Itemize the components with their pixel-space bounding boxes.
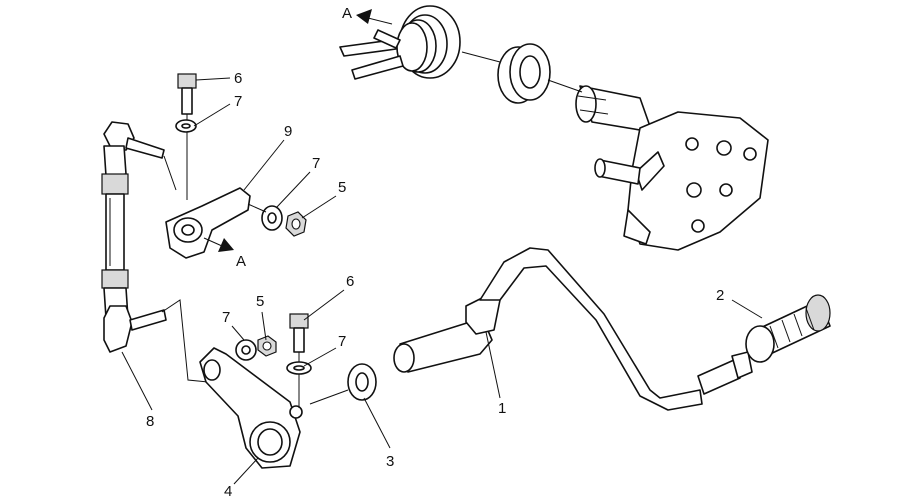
rotation-arrow-bottom: A — [203, 237, 246, 270]
upper-clamp-lever — [163, 155, 251, 259]
lower-clamp-lever — [199, 347, 303, 469]
rotation-arrow-top: A — [342, 5, 393, 25]
callout-5-upper: 5 — [338, 179, 346, 196]
callout-7-lower-side: 7 — [222, 309, 230, 326]
callout-6-lower: 6 — [346, 273, 354, 290]
lower-nut — [257, 335, 277, 357]
lower-bolt — [289, 313, 309, 408]
callout-5-lower: 5 — [256, 293, 264, 310]
upper-nut — [285, 211, 307, 237]
upper-bolt — [177, 73, 197, 200]
gear-pedal-lever — [393, 247, 753, 411]
callout-3: 3 — [386, 453, 394, 470]
shift-link-rod — [101, 121, 167, 353]
upper-side-washer — [261, 205, 283, 231]
lower-side-washer — [235, 339, 257, 361]
callout-7-upper: 7 — [234, 93, 242, 110]
shift-plate — [594, 111, 769, 251]
callout-8: 8 — [146, 413, 154, 430]
spring-bushing — [497, 43, 551, 104]
arrow-label-a-top: A — [342, 5, 352, 22]
upper-washer — [175, 119, 197, 133]
footpeg-rubber — [745, 294, 831, 363]
arrow-label-a-bottom: A — [236, 253, 246, 270]
callout-9: 9 — [284, 123, 292, 140]
shaft-washer — [347, 363, 377, 401]
callout-7-lower: 7 — [338, 333, 346, 350]
callout-4: 4 — [224, 483, 232, 497]
callout-6-upper: 6 — [234, 70, 242, 87]
callout-7-upper-side: 7 — [312, 155, 320, 172]
shift-shaft — [575, 85, 653, 133]
return-spring — [339, 5, 461, 80]
callout-1: 1 — [498, 400, 506, 417]
callout-2: 2 — [716, 287, 724, 304]
